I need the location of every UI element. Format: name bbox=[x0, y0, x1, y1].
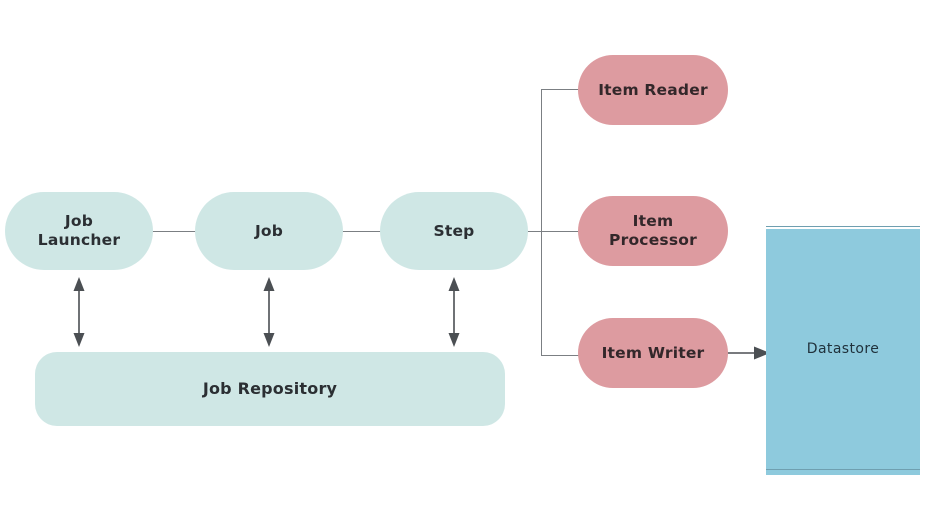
bracket-branch-item-processor bbox=[541, 231, 583, 232]
node-item-reader[interactable]: Item Reader bbox=[578, 55, 728, 125]
datastore-bottom-edge bbox=[766, 469, 920, 470]
bracket-branch-item-writer bbox=[541, 355, 583, 356]
datastore-top-edge bbox=[766, 226, 920, 227]
node-item-processor[interactable]: Item Processor bbox=[578, 196, 728, 266]
node-item-writer[interactable]: Item Writer bbox=[578, 318, 728, 388]
double-arrow-joblauncher-repo bbox=[73, 277, 85, 347]
connector-joblauncher-job bbox=[148, 231, 198, 232]
double-arrow-step-repo bbox=[448, 277, 460, 347]
node-step[interactable]: Step bbox=[380, 192, 528, 270]
connector-job-step bbox=[338, 231, 384, 232]
datastore-base bbox=[766, 470, 920, 475]
node-datastore[interactable]: Datastore bbox=[766, 229, 920, 469]
node-job[interactable]: Job bbox=[195, 192, 343, 270]
node-job-launcher[interactable]: Job Launcher bbox=[5, 192, 153, 270]
bracket-spine bbox=[541, 89, 542, 356]
connector-step-bracket bbox=[524, 231, 544, 232]
bracket-branch-item-reader bbox=[541, 89, 583, 90]
double-arrow-job-repo bbox=[263, 277, 275, 347]
node-job-repository[interactable]: Job Repository bbox=[35, 352, 505, 426]
